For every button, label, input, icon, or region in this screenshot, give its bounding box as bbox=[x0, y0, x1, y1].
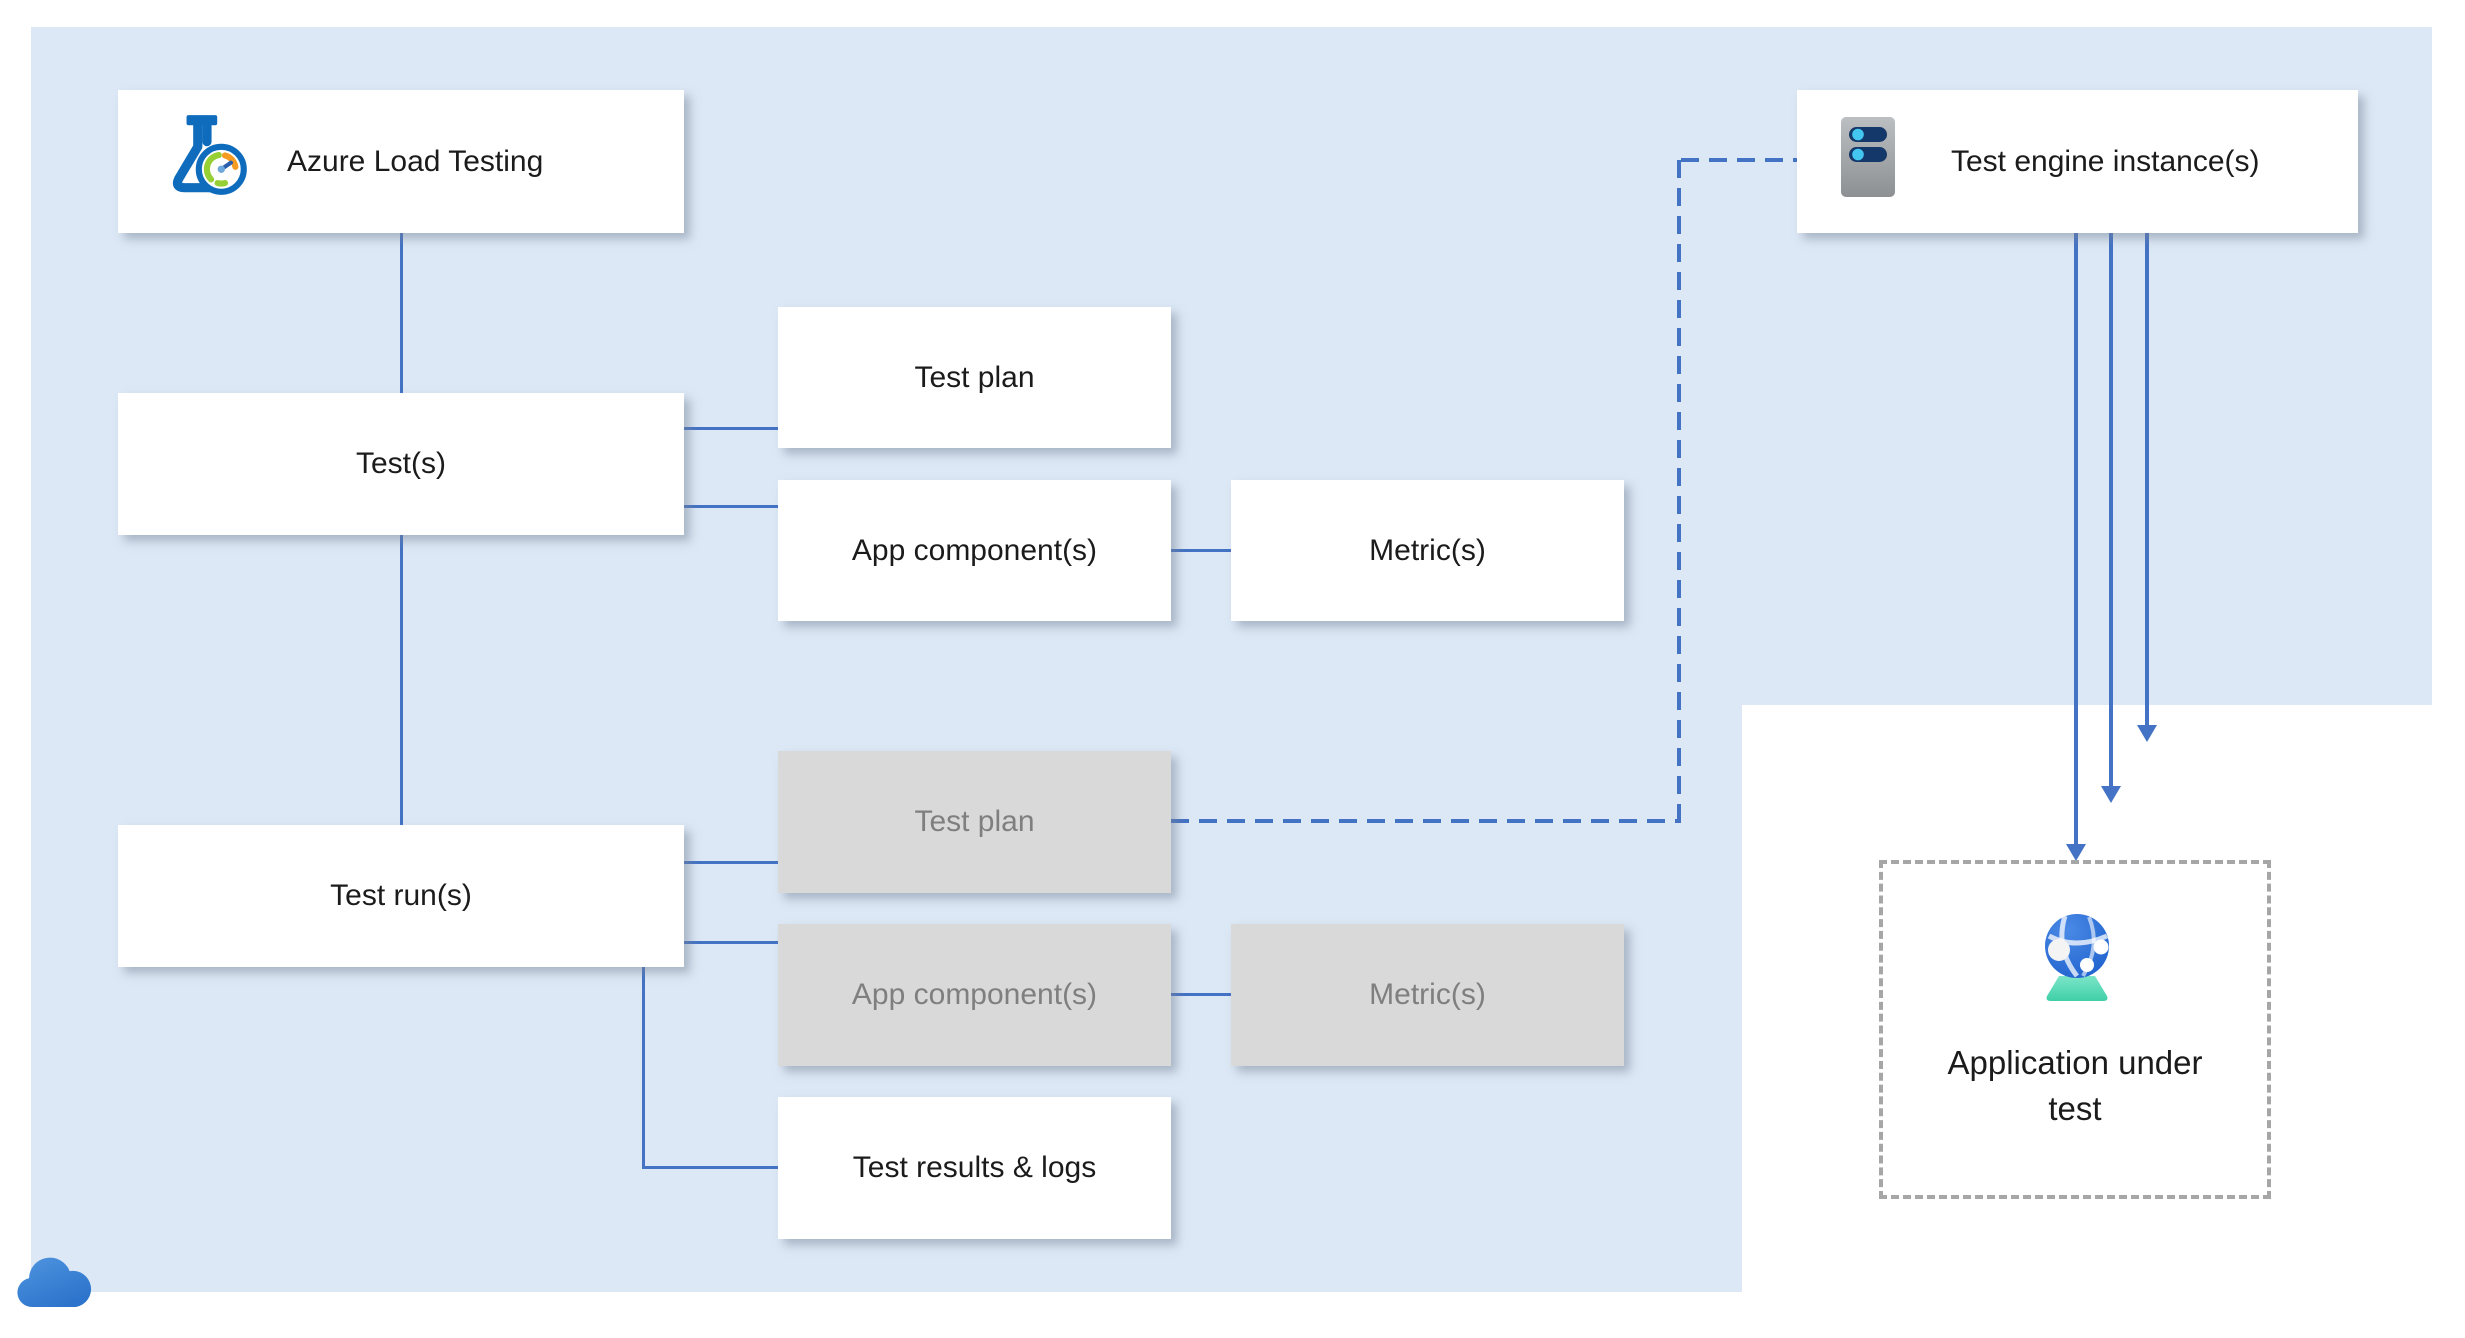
dashed-connector-vertical bbox=[1677, 160, 1681, 821]
node-label: Azure Load Testing bbox=[287, 144, 544, 178]
node-app-components-run: App component(s) bbox=[778, 924, 1171, 1066]
application-under-test-boundary bbox=[1879, 860, 2271, 1199]
node-test-plan: Test plan bbox=[778, 307, 1171, 448]
application-under-test-label: Application under test bbox=[1947, 1044, 2203, 1127]
node-label: Test plan bbox=[914, 805, 1035, 838]
node-label: Test(s) bbox=[356, 447, 446, 480]
web-app-globe-icon bbox=[2025, 900, 2129, 1013]
load-arrow-2-line bbox=[2109, 233, 2113, 787]
connector-to-testresults bbox=[642, 1166, 778, 1169]
load-arrow-3-line bbox=[2145, 233, 2149, 726]
node-test-results: Test results & logs bbox=[778, 1097, 1171, 1239]
connector-appcomponents-to-metrics bbox=[1171, 549, 1231, 552]
load-arrow-2-head bbox=[2101, 786, 2121, 803]
node-label: App component(s) bbox=[851, 533, 1098, 567]
node-tests: Test(s) bbox=[118, 393, 684, 535]
node-label: Test plan bbox=[914, 360, 1035, 394]
connector-testruns-down bbox=[642, 965, 645, 1168]
connector-alt-to-tests bbox=[400, 233, 403, 393]
node-label: Metric(s) bbox=[1369, 533, 1486, 567]
azure-cloud-icon bbox=[14, 1254, 92, 1315]
load-arrow-1-line bbox=[2074, 233, 2078, 845]
server-icon bbox=[1841, 117, 1895, 206]
node-metrics: Metric(s) bbox=[1231, 480, 1624, 621]
node-test-runs: Test run(s) bbox=[118, 825, 684, 967]
connector-tests-to-testplan bbox=[684, 427, 778, 430]
node-label: Metric(s) bbox=[1369, 978, 1486, 1011]
node-label: Test engine instance(s) bbox=[1951, 144, 2260, 178]
connector-tests-to-testruns bbox=[400, 535, 403, 825]
load-arrow-3-head bbox=[2137, 725, 2157, 742]
dashed-connector-to-testengine bbox=[1681, 158, 1797, 162]
connector-appcomponents-run-to-metrics bbox=[1171, 993, 1231, 996]
load-arrow-1-head bbox=[2066, 844, 2086, 861]
node-app-components: App component(s) bbox=[778, 480, 1171, 621]
load-testing-flask-icon bbox=[162, 111, 254, 212]
dashed-connector-testplan-horizontal bbox=[1171, 819, 1681, 823]
node-metrics-run: Metric(s) bbox=[1231, 924, 1624, 1066]
node-test-engine: Test engine instance(s) bbox=[1797, 90, 2358, 233]
node-azure-load-testing: Azure Load Testing bbox=[118, 90, 684, 233]
connector-testruns-to-appcomponents bbox=[684, 941, 778, 944]
connector-testruns-to-testplan bbox=[684, 861, 778, 864]
node-label: Test run(s) bbox=[330, 879, 472, 912]
connector-tests-to-appcomponents bbox=[684, 505, 778, 508]
node-test-plan-run: Test plan bbox=[778, 751, 1171, 893]
node-label: App component(s) bbox=[851, 978, 1098, 1011]
node-label: Test results & logs bbox=[852, 1151, 1097, 1184]
